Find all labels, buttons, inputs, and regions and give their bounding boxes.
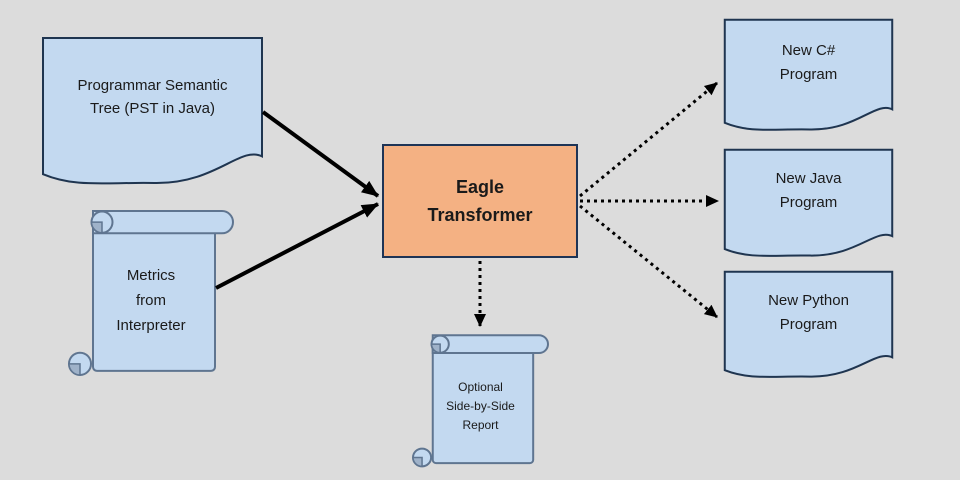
node-eagle-transformer[interactable]: Eagle Transformer	[382, 144, 578, 258]
edge-pst-to-transformer[interactable]	[261, 110, 380, 198]
vertical-scroll-shape	[69, 207, 233, 377]
node-label-line: Eagle	[455, 177, 505, 197]
vertical-scroll-shape	[413, 332, 548, 468]
edge-metrics-to-transformer[interactable]	[215, 202, 379, 290]
node-label-line: Transformer	[427, 205, 533, 225]
edge-transformer-to-python[interactable]	[579, 204, 718, 319]
document-shape	[724, 271, 893, 378]
document-shape	[42, 37, 263, 185]
document-shape	[724, 149, 893, 257]
document-shape	[724, 19, 893, 131]
edge-transformer-to-csharp[interactable]	[579, 81, 718, 198]
